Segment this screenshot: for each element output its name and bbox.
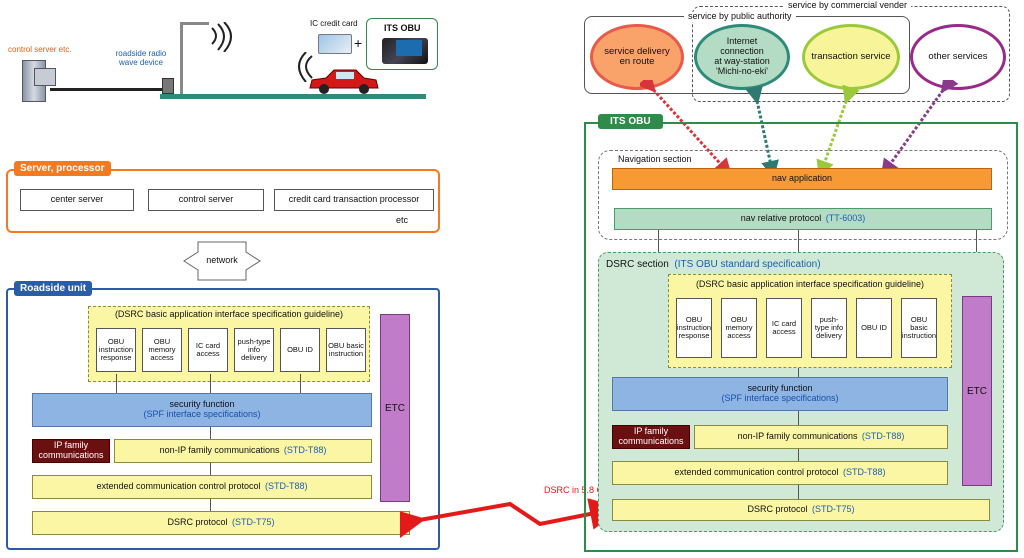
rs-dsrc-std: (STD-T75) (231, 517, 275, 528)
obu-connector (798, 449, 799, 461)
rs-ext-std: (STD-T88) (265, 481, 308, 492)
pole-icon (180, 22, 183, 94)
ic-card-label: IC credit card (310, 19, 358, 28)
rs-connector (210, 463, 211, 475)
nav-rel-label: nav relative protocol (740, 213, 822, 224)
radio-wave-icon (211, 22, 232, 52)
radio-label: roadside radio wave device (115, 49, 167, 67)
rs-module-box: push-type info delivery (234, 328, 274, 372)
obu-security-box: security function (SPF interface specifi… (612, 377, 948, 411)
nav-app-box: nav application (612, 168, 992, 190)
car-wave-icon (298, 52, 313, 82)
rs-dsrc-label: DSRC protocol (167, 517, 228, 528)
nav-section-frame (598, 150, 1008, 240)
rs-module-box: OBU basic instruction (326, 328, 366, 372)
rs-nonip-std: (STD-T88) (283, 445, 327, 456)
cc-processor-box: credit card transaction processor (274, 189, 434, 211)
rs-nonip-box: non-IP family communications (STD-T88) (114, 439, 372, 463)
rs-connector (210, 499, 211, 511)
roadside-panel (6, 288, 440, 550)
ic-card-icon (318, 34, 352, 54)
rs-nonip-label: non-IP family communications (159, 445, 280, 456)
commercial-service-label: service by commercial vender (784, 0, 912, 11)
obu-spf-label: (SPF interface specifications) (721, 393, 839, 403)
obu-nonip-box: non-IP family communications (STD-T88) (694, 425, 948, 449)
radio-device-icon (162, 78, 174, 94)
nav-rel-box: nav relative protocol (TT-6003) (614, 208, 992, 230)
service-delivery-ellipse: service delivery en route (590, 24, 684, 90)
obu-module-box: OBU instruction response (676, 298, 712, 358)
server-panel-title: Server, processor (14, 161, 111, 176)
obu-ip-box: IP family communications (612, 425, 690, 449)
rs-module-box: OBU instruction response (96, 328, 136, 372)
dsrc-section-std: (ITS OBU standard specification) (674, 259, 821, 270)
obu-nonip-label: non-IP family communications (737, 431, 858, 442)
obu-connector (798, 411, 799, 425)
rs-security-box: security function (SPF interface specifi… (32, 393, 372, 427)
obu-module-box: OBU ID (856, 298, 892, 358)
obu-module-box: OBU basic instruction (901, 298, 937, 358)
transaction-ellipse: transaction service (802, 24, 900, 90)
internet-ellipse: Internet connection at way-station 'Mich… (694, 24, 790, 90)
other-services-ellipse: other services (910, 24, 1006, 90)
road-ground (160, 94, 426, 99)
obu-etc-box: ETC (962, 296, 992, 486)
rs-connector (116, 374, 117, 394)
its-obu-photo-label: ITS OBU (384, 23, 421, 33)
rs-module-box: IC card access (188, 328, 228, 372)
dsrc-section-label: DSRC section (606, 259, 669, 270)
dsrc-link-label: DSRC in 5.8 GHz mode (544, 485, 640, 495)
obu-ext-label: extended communication control protocol (674, 467, 839, 478)
server-panel (6, 169, 440, 233)
rs-ip-box: IP family communications (32, 439, 110, 463)
obu-module-box: push-type info delivery (811, 298, 847, 358)
rs-connector (210, 374, 211, 394)
obu-connector (798, 230, 799, 268)
server-etc-label: etc (396, 215, 409, 225)
obu-module-box: OBU memory access (721, 298, 757, 358)
obu-dsrc-std: (STD-T75) (811, 504, 855, 515)
rs-ext-label: extended communication control protocol (96, 481, 261, 492)
dsrc-link-arrow (400, 498, 622, 538)
rs-guideline-label: (DSRC basic application interface specif… (114, 309, 344, 319)
network-label: network (206, 255, 238, 265)
rs-module-box: OBU ID (280, 328, 320, 372)
obu-security-label: security function (747, 383, 813, 394)
monitor-icon (34, 68, 56, 86)
dsrc-section-title: DSRC section (ITS OBU standard specifica… (606, 259, 821, 270)
rs-spf-label: (SPF interface specifications) (143, 409, 261, 419)
roadside-panel-title: Roadside unit (14, 281, 93, 296)
obu-panel-title: ITS OBU (598, 114, 663, 129)
obu-dsrc-box: DSRC protocol (STD-T75) (612, 499, 990, 521)
nav-section-label: Navigation section (618, 154, 692, 164)
cable (50, 88, 168, 91)
rs-etc-box: ETC (380, 314, 410, 502)
public-service-label: service by public authority (684, 11, 796, 22)
obu-nonip-std: (STD-T88) (861, 431, 905, 442)
network-arrow (183, 241, 261, 281)
center-server-box: center server (20, 189, 134, 211)
control-server-label: control server etc. (8, 45, 72, 54)
car-icon (309, 69, 379, 94)
nav-rel-std: (TT-6003) (825, 213, 866, 224)
rs-connector (210, 427, 211, 439)
plus-sign: + (354, 35, 363, 51)
rs-module-box: OBU memory access (142, 328, 182, 372)
pole-arm (181, 22, 209, 25)
obu-connector (798, 485, 799, 499)
obu-ext-box: extended communication control protocol … (612, 461, 948, 485)
obu-guideline-label: (DSRC basic application interface specif… (695, 279, 925, 289)
control-server-box: control server (148, 189, 264, 211)
obu-panel (584, 122, 1018, 552)
rs-dsrc-box: DSRC protocol (STD-T75) (32, 511, 410, 535)
rs-connector (300, 374, 301, 394)
rs-ext-box: extended communication control protocol … (32, 475, 372, 499)
service-arrows (640, 80, 959, 179)
rs-security-label: security function (169, 399, 235, 410)
obu-dsrc-label: DSRC protocol (747, 504, 808, 515)
obu-connector (798, 368, 799, 378)
obu-ext-std: (STD-T88) (843, 467, 886, 478)
obu-module-box: IC card access (766, 298, 802, 358)
obu-screen (396, 40, 422, 56)
